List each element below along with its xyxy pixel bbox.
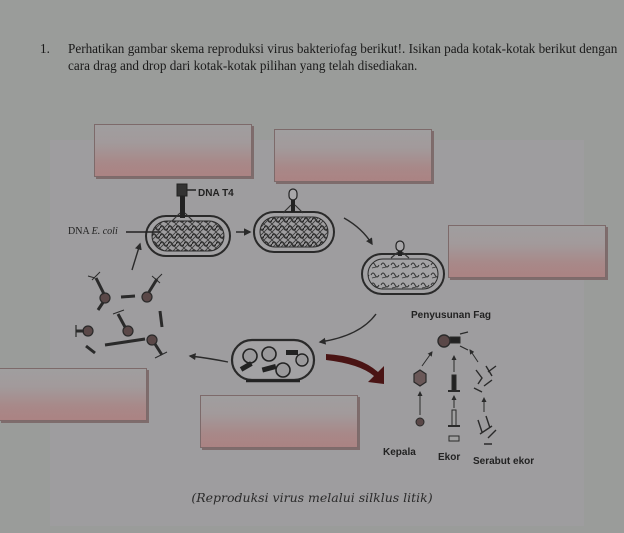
question-text: Perhatikan gambar skema reproduksi virus… <box>68 41 618 73</box>
drop-box-2[interactable] <box>274 129 432 182</box>
label-dna-ecoli-species: E. coli <box>91 226 118 237</box>
label-serabut-ekor: Serabut ekor <box>473 456 535 467</box>
label-ekor: Ekor <box>438 452 461 463</box>
question-prompt: 1. Perhatikan gambar skema reproduksi vi… <box>40 40 624 74</box>
label-penyusunan-fag: Penyusunan Fag <box>411 310 492 321</box>
figure-caption: (Reproduksi virus melalui silklus litik) <box>191 490 433 505</box>
drop-box-1[interactable] <box>94 124 252 177</box>
drop-box-4[interactable] <box>0 368 147 421</box>
drop-box-5[interactable] <box>200 395 358 448</box>
label-kepala: Kepala <box>383 447 416 458</box>
label-dna-ecoli: DNA E. coli <box>68 226 118 237</box>
question-number: 1. <box>40 41 50 56</box>
label-dna-ecoli-prefix: DNA <box>68 226 90 237</box>
label-dna-t4: DNA T4 <box>198 188 234 199</box>
figure-panel <box>50 140 584 526</box>
drop-box-3[interactable] <box>448 225 606 278</box>
